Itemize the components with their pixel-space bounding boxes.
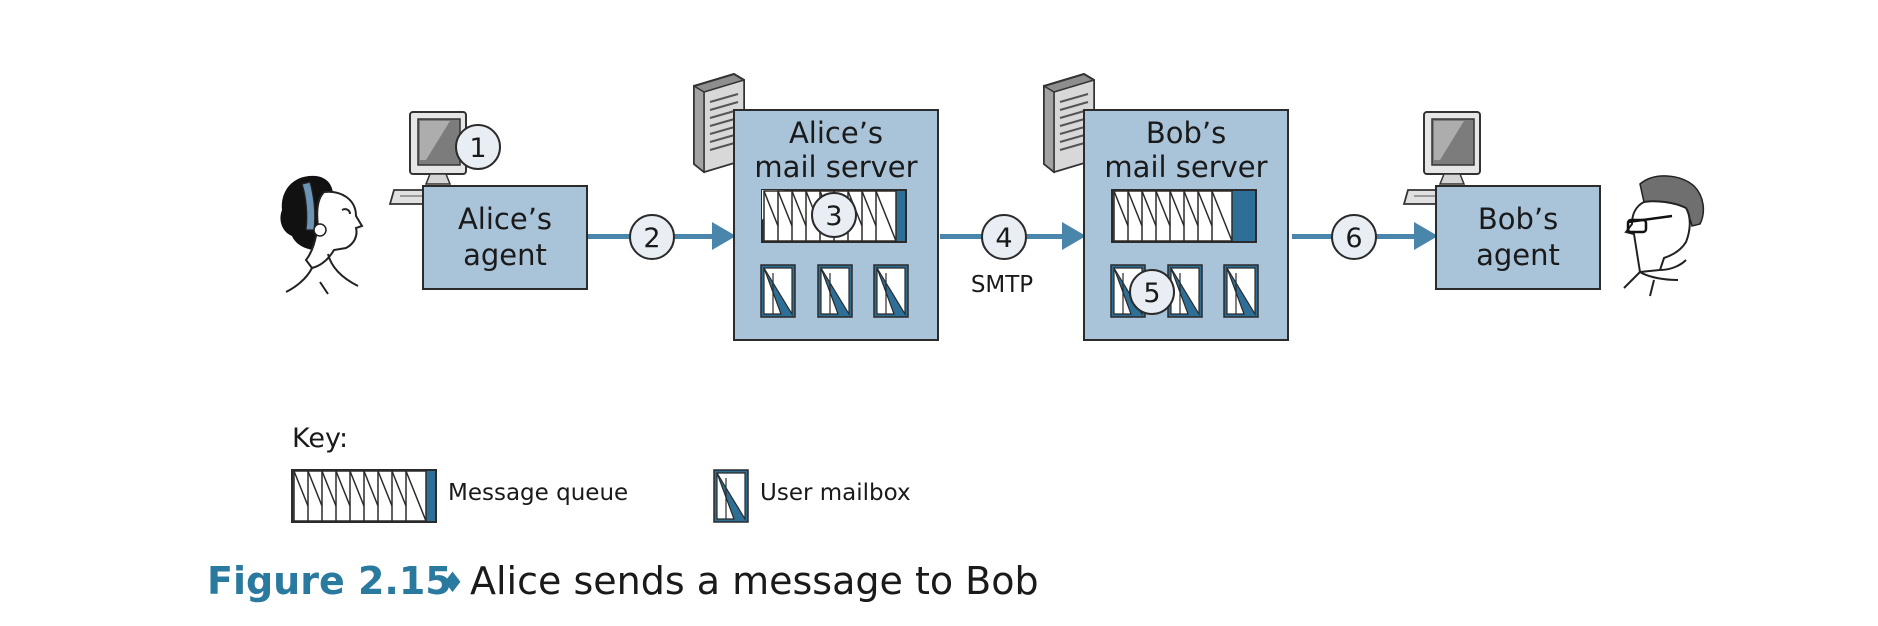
user-mailbox-icon [817, 264, 853, 318]
message-queue-icon [1111, 189, 1257, 243]
step-badge-1: 1 [455, 124, 501, 170]
svg-text:5: 5 [1143, 278, 1160, 309]
caption-separator: ♦ [440, 566, 465, 599]
message-queue-icon [291, 469, 437, 523]
step-badge-6: 6 [1331, 214, 1377, 260]
svg-text:1: 1 [469, 133, 486, 164]
bob-agent-label-2: agent [1476, 238, 1560, 272]
key-title: Key: [292, 423, 348, 454]
key-user-mailbox-label: User mailbox [760, 480, 911, 506]
bob-server-label-1: Bob’s [1146, 116, 1226, 150]
bob-mail-server-box: Bob’s mail server [1083, 109, 1289, 341]
svg-text:2: 2 [643, 223, 660, 254]
alice-agent-label-1: Alice’s [458, 202, 552, 236]
caption-number: Figure 2.15 [207, 559, 452, 603]
alice-agent-box: Alice’s agent [422, 185, 588, 290]
step-badge-2: 2 [629, 214, 675, 260]
key-message-queue: Message queue [291, 469, 628, 523]
user-mailbox-icon [1223, 264, 1259, 318]
user-mailbox-icon [873, 264, 909, 318]
alice-server-label-1: Alice’s [789, 116, 883, 150]
bob-agent-box: Bob’s agent [1435, 185, 1601, 290]
svg-text:6: 6 [1345, 223, 1362, 254]
caption-text: Alice sends a message to Bob [470, 559, 1039, 603]
alice-server-label-2: mail server [754, 150, 917, 184]
smtp-label: SMTP [971, 272, 1033, 298]
step-badge-3: 3 [811, 192, 857, 238]
user-mailbox-icon [713, 469, 749, 523]
key-message-queue-label: Message queue [448, 480, 628, 506]
svg-text:3: 3 [825, 201, 842, 232]
figure-caption: Figure 2.15 ♦ Alice sends a message to B… [207, 559, 1039, 603]
user-mailbox-icon [760, 264, 796, 318]
alice-agent-label-2: agent [463, 238, 547, 272]
svg-text:4: 4 [995, 223, 1012, 254]
person-icon [1623, 175, 1705, 297]
bob-agent-label-1: Bob’s [1478, 202, 1558, 236]
step-badge-4: 4 [981, 214, 1027, 260]
person-icon [280, 175, 364, 295]
key-user-mailbox: User mailbox [713, 469, 911, 523]
step-badge-5: 5 [1129, 269, 1175, 315]
bob-server-label-2: mail server [1104, 150, 1267, 184]
